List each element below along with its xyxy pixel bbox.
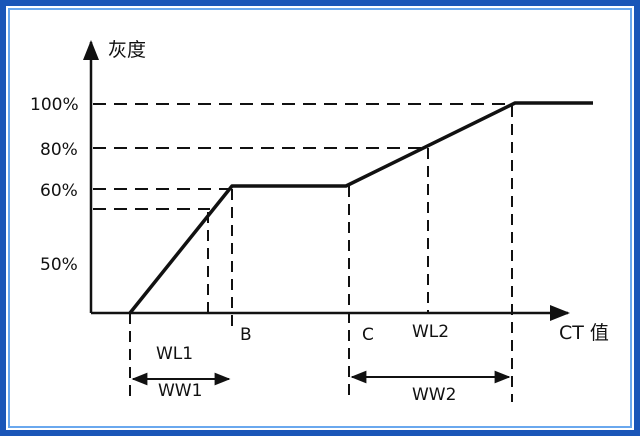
wl1-label: WL1 [156, 344, 193, 364]
y-tick-60: 60% [40, 181, 78, 201]
y-tick-80: 80% [40, 140, 78, 160]
ww1-label: WW1 [158, 381, 202, 401]
horizontal-guides [93, 103, 515, 210]
y-tick-50: 50% [40, 255, 78, 275]
x-point-b: B [240, 325, 252, 345]
y-axis-title: 灰度 [108, 39, 146, 61]
vertical-guides [129, 106, 513, 402]
inner-border [8, 8, 632, 428]
ww2-label: WW2 [412, 385, 456, 405]
gray-transfer-curve [128, 101, 593, 315]
y-tick-100: 100% [30, 95, 79, 115]
wl2-label: WL2 [412, 322, 449, 342]
x-point-c: C [362, 325, 374, 345]
x-axis-title: CT 值 [559, 322, 609, 344]
